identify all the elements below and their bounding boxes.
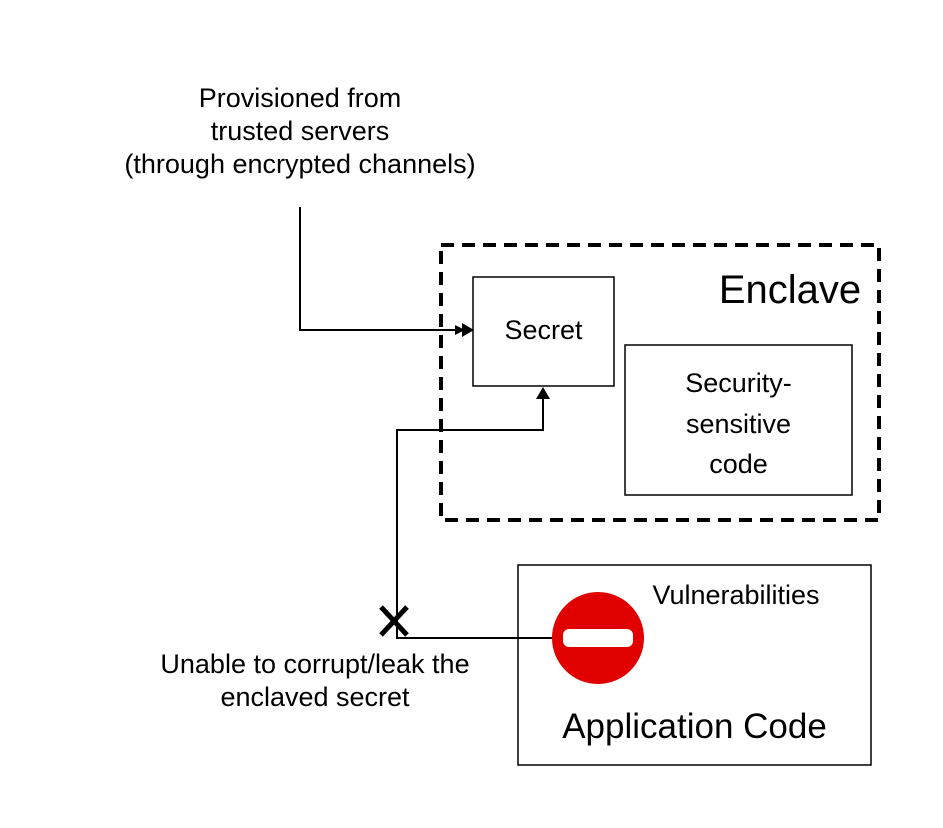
attack-path xyxy=(396,395,553,639)
provisioned-line-2: trusted servers xyxy=(210,115,390,146)
application-title: Application Code xyxy=(562,707,827,746)
vulnerabilities-label: Vulnerabilities xyxy=(652,580,820,610)
security-code-label: Security- sensitive code xyxy=(625,363,852,485)
provision-arrowhead xyxy=(462,323,474,337)
provisioned-line-3: (through encrypted channels) xyxy=(124,148,476,179)
attack-arrowhead xyxy=(536,387,550,399)
provisioned-line-1: Provisioned from xyxy=(198,83,402,113)
secret-label: Secret xyxy=(504,315,583,345)
x-mark-icon xyxy=(379,605,409,637)
enclave-boundary xyxy=(439,243,881,522)
security-code-line-1: Security- xyxy=(685,368,792,398)
security-code-line-2: sensitive xyxy=(685,408,792,439)
security-code-box xyxy=(624,344,853,496)
unable-label: Unable to corrupt/leak the enclaved secr… xyxy=(100,648,530,714)
unable-line-2: enclaved secret xyxy=(220,681,410,712)
security-code-line-3: code xyxy=(709,449,768,479)
enclave-title: Enclave xyxy=(718,268,862,312)
no-entry-icon xyxy=(552,592,644,684)
provision-arrow xyxy=(299,207,465,335)
provisioned-label: Provisioned from trusted servers (throug… xyxy=(60,82,540,181)
unable-line-1: Unable to corrupt/leak the xyxy=(160,649,470,679)
secret-box xyxy=(472,276,615,387)
